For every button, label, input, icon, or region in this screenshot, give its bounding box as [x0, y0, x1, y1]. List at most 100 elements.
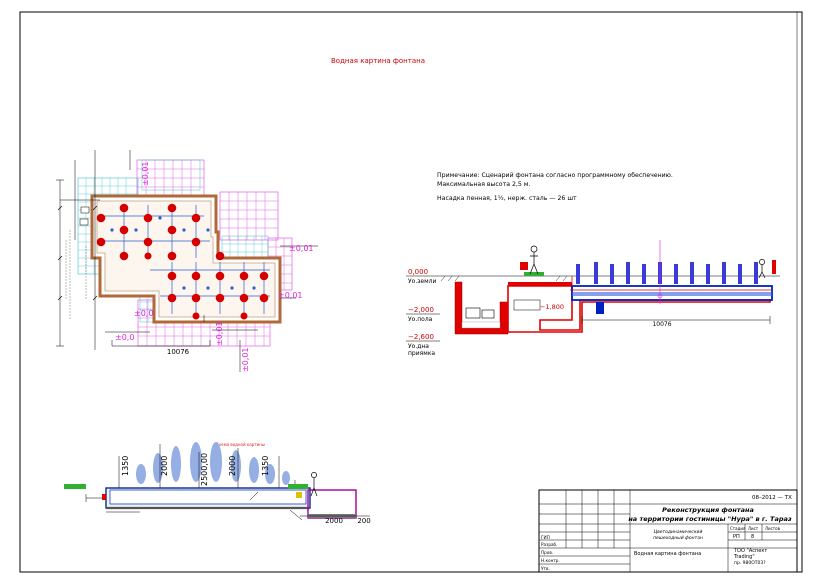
nozzle [143, 213, 153, 223]
plan-lights [110, 216, 256, 290]
section-jets [576, 262, 758, 284]
elevation-red-detail [102, 494, 106, 500]
pool-inner-blue [572, 292, 772, 296]
nozzle [239, 293, 249, 303]
level-floor-value: −2,000 [408, 306, 434, 314]
left-label-3: Пров. [541, 550, 553, 555]
nozzle [215, 293, 225, 303]
elevation-dim-4: 2000 [228, 456, 237, 476]
level-bottom-2: ±0,01 [241, 347, 250, 372]
sheet-value: 8 [751, 534, 754, 540]
company-line-3: пр. 980ОТ03? [734, 560, 766, 566]
col-sheet: Лист [748, 526, 759, 531]
note-line-2: Максимальная высота 2,5 м. [437, 181, 530, 188]
level-inner: −1,800 [540, 303, 564, 311]
section-pipe [570, 276, 772, 291]
plan-dim-lines [56, 150, 318, 372]
nozzle [167, 271, 177, 281]
elevation-dim-5: 1350 [261, 456, 270, 476]
nozzle [192, 312, 200, 320]
nozzles [96, 203, 269, 320]
nozzle [191, 293, 201, 303]
company-line-1: ТОО "Аспект [733, 548, 767, 554]
sheet-title: Водная картина фонтана [331, 57, 425, 65]
nozzle [119, 225, 129, 235]
elevation-dim-lines [118, 444, 296, 490]
nozzle [119, 203, 129, 213]
level-left-mid: ±0,0 [134, 309, 153, 318]
nozzle [191, 213, 201, 223]
pump-unit [465, 307, 481, 319]
fountain-plan: ±0,01 ±0,01 ±0,0 ±0,0 ±0,01 ±0,01 ±0,01 … [56, 150, 318, 372]
nozzle [215, 271, 225, 281]
elevation-small-details [85, 491, 303, 521]
note-line-1: Примечание: Сценарий фонтана согласно пр… [437, 171, 673, 179]
project-code: 08–2012 — ТХ [752, 495, 792, 501]
level-pit-label-2: приямка [408, 350, 435, 357]
plan-grid-top-cyan [141, 159, 201, 191]
nozzle [215, 251, 225, 261]
left-label-4: Н.контр. [541, 558, 560, 563]
level-right-mid: ±0,01 [278, 291, 303, 300]
nozzle [96, 213, 106, 223]
pump-chamber-floor [461, 321, 501, 329]
outer-frame [19, 11, 803, 573]
fountain-elevation: Схема водной картины 1350 2000 2500,00 2… [64, 442, 371, 525]
elevation-dim-3: 2500,00 [200, 453, 209, 486]
nozzle [167, 251, 177, 261]
title-line-2: на территории гостиницы "Нура" в г. Тара… [628, 515, 792, 523]
section-dim-length: 10076 [652, 321, 671, 328]
nozzle [259, 271, 269, 281]
title-block: 08–2012 — ТХ Реконструкция фонтана на те… [538, 489, 798, 573]
grass [524, 272, 544, 276]
plan-grid-right-magenta [219, 191, 279, 241]
pump-box [596, 302, 604, 314]
grating [513, 299, 541, 311]
elevation-grass-right [288, 484, 308, 489]
stage-value: РП [733, 534, 740, 540]
nozzle [191, 271, 201, 281]
left-label-1: ГИП [541, 535, 550, 540]
level-ground-label: Уо.земли [408, 278, 436, 285]
subtitle-line-2: пешеходный фонтан [653, 535, 703, 541]
level-left-bottom: ±0,0 [115, 333, 134, 342]
level-right-top: ±0,01 [289, 244, 314, 253]
col-sheets: Листов [765, 526, 781, 531]
subtitle-line-1: Цветодинамический [654, 529, 703, 535]
level-pit-value: −2,600 [408, 333, 434, 341]
sheet-caption: Водная картина фонтана [634, 551, 701, 557]
title-block-grid [539, 490, 797, 572]
pool-slab-red [508, 282, 572, 286]
person-figure [529, 245, 766, 279]
left-label-2: Разраб. [541, 542, 557, 547]
fountain-section: 0,000 Уо.земли −2,000 Уо.пола −2,600 Уо.… [406, 240, 780, 357]
level-ground-value: 0,000 [408, 268, 428, 276]
elevation-dim-2: 2000 [160, 456, 169, 476]
elevation-dim-1: 1350 [121, 456, 130, 476]
red-marker-right [772, 260, 776, 274]
nozzle [144, 252, 152, 260]
left-label-5: Утв. [541, 566, 550, 571]
plan-grid-top-magenta-lines [137, 160, 204, 198]
title-line-1: Реконструкция фонтана [662, 506, 754, 514]
ground-hatch [440, 275, 568, 282]
pump-chamber-walls [454, 281, 509, 335]
plan-marker [79, 218, 89, 226]
level-bottom: ±0,01 [215, 321, 224, 346]
nozzle [119, 251, 129, 261]
nozzle [143, 237, 153, 247]
nozzle [259, 293, 269, 303]
elevation-dim-bottom: 2000 [325, 517, 343, 525]
plan-dim-width: 10076 [167, 348, 190, 356]
elevation-pump-room [307, 489, 357, 519]
note-line-3: Насадка пенная, 1½, нерж. сталь — 26 шт [437, 194, 577, 202]
plan-left-annotation [65, 230, 87, 320]
elevation-yellow-detail [296, 492, 302, 498]
nozzle [167, 203, 177, 213]
plan-dim-ticks [57, 205, 98, 301]
plan-grid-right-magenta-lines [220, 192, 278, 240]
elevation-caption: Схема водной картины [216, 442, 265, 447]
col-stage: Стадия [730, 526, 746, 531]
elevation-pool-water [109, 489, 307, 505]
